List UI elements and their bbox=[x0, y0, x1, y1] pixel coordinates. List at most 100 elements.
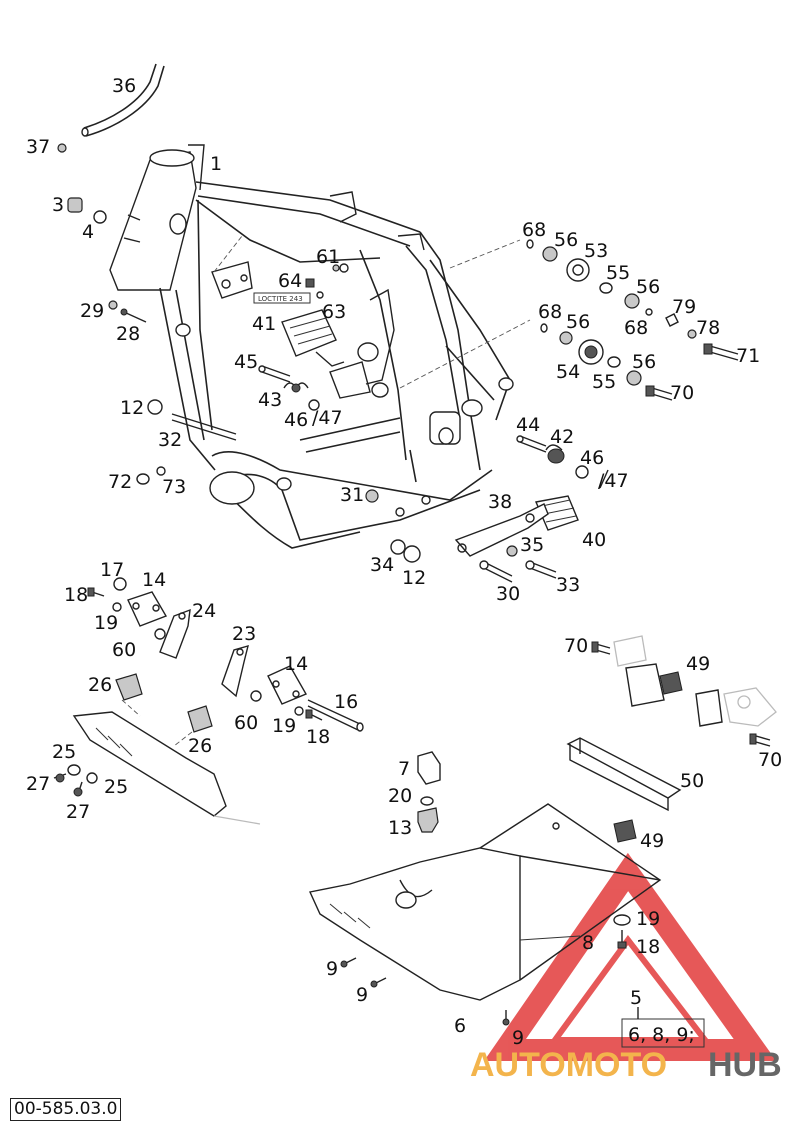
callout-49a: 49 bbox=[686, 653, 710, 675]
callout-40: 40 bbox=[582, 529, 606, 551]
damper-13 bbox=[417, 807, 439, 833]
watermark-text-hub: HUB bbox=[708, 1046, 782, 1084]
mark-47b bbox=[599, 469, 609, 489]
callout-61: 61 bbox=[316, 246, 340, 268]
seal-68c bbox=[540, 323, 548, 333]
callout-47a: /47 bbox=[312, 407, 343, 429]
callout-56b: 56 bbox=[636, 276, 660, 298]
callout-72: 72 bbox=[108, 471, 132, 493]
bolt-30 bbox=[479, 560, 513, 583]
bolt-70b bbox=[591, 641, 611, 655]
spring-42 bbox=[545, 444, 565, 464]
screw-18b bbox=[305, 709, 323, 721]
callout-68a: 68 bbox=[522, 219, 546, 241]
callout-60a: 60 bbox=[112, 639, 136, 661]
callout-18a: 18 bbox=[64, 584, 88, 606]
callout-12a: 12 bbox=[120, 397, 144, 419]
callout-28: 28 bbox=[116, 323, 140, 345]
callout-19a: 19 bbox=[94, 612, 118, 634]
nut-29 bbox=[108, 300, 118, 310]
callout-38: 38 bbox=[488, 491, 512, 513]
axle-32 bbox=[171, 413, 237, 441]
washer-79 bbox=[665, 313, 679, 327]
callout-55a: 55 bbox=[606, 262, 630, 284]
callout-56a: 56 bbox=[554, 229, 578, 251]
callout-25a: 25 bbox=[52, 741, 76, 763]
callout-46b: 46 bbox=[580, 447, 604, 469]
callout-27a: 27 bbox=[26, 773, 50, 795]
bolt-33 bbox=[525, 560, 557, 579]
callout-54: 54 bbox=[556, 361, 580, 383]
callout-68c: 68 bbox=[538, 301, 562, 323]
kit-box bbox=[621, 1007, 705, 1048]
bolt-70a bbox=[645, 385, 673, 401]
callout-70b: 70 bbox=[564, 635, 588, 657]
clamp-37 bbox=[57, 143, 67, 153]
bushing-12b bbox=[403, 545, 421, 563]
callout-27b: 27 bbox=[66, 801, 90, 823]
callout-43: 43 bbox=[258, 389, 282, 411]
pin-45 bbox=[258, 365, 291, 383]
callout-5: 5 bbox=[630, 987, 642, 1009]
screw-18a bbox=[87, 587, 105, 597]
nut-31 bbox=[365, 489, 379, 503]
bushing-3 bbox=[67, 197, 83, 213]
callout-78: 78 bbox=[696, 317, 720, 339]
washer-25b bbox=[86, 772, 98, 784]
screw-18c bbox=[617, 930, 627, 949]
callout-19b: 19 bbox=[272, 715, 296, 737]
nut-17 bbox=[113, 577, 127, 591]
callout-26b: 26 bbox=[188, 735, 212, 757]
footrest-40 bbox=[535, 495, 579, 531]
callout-16: 16 bbox=[334, 691, 358, 713]
hose-36 bbox=[81, 63, 165, 137]
spacer-56a bbox=[542, 246, 558, 262]
screw-27b bbox=[73, 781, 83, 797]
callout-23: 23 bbox=[232, 623, 256, 645]
bracket-24 bbox=[159, 608, 191, 659]
callout-8: 8 bbox=[582, 932, 594, 954]
washer-19c bbox=[613, 914, 631, 926]
bolt-70c bbox=[749, 733, 771, 747]
spacer-55a bbox=[599, 282, 613, 294]
callout-20: 20 bbox=[388, 785, 412, 807]
screw-27a bbox=[53, 773, 67, 783]
washer-60b bbox=[250, 690, 262, 702]
callout-14a: 14 bbox=[142, 569, 166, 591]
loctite-note: LOCTITE 243 bbox=[258, 295, 303, 303]
callout-63: 63 bbox=[322, 301, 346, 323]
bushing-53 bbox=[566, 258, 590, 282]
callout-46a: 46 bbox=[284, 409, 308, 431]
rubber-26b bbox=[187, 705, 213, 733]
watermark-text-automoto: AUTOMOTO bbox=[470, 1046, 667, 1084]
callout-34: 34 bbox=[370, 554, 394, 576]
callout-35: 35 bbox=[520, 534, 544, 556]
callout-25b: 25 bbox=[104, 776, 128, 798]
callout-3: 3 bbox=[52, 194, 64, 216]
loctite-note-box bbox=[253, 292, 311, 304]
watermark-logo bbox=[484, 852, 777, 1061]
callout-47b: /47 bbox=[598, 470, 629, 492]
callout-36: 36 bbox=[112, 75, 136, 97]
callout-26a: 26 bbox=[88, 674, 112, 696]
bracket-ghost-right bbox=[695, 687, 777, 727]
spacer-56d bbox=[626, 370, 642, 386]
callout-9b: 9 bbox=[356, 984, 368, 1006]
callout-79: 79 bbox=[672, 296, 696, 318]
callout-70a: 70 bbox=[670, 382, 694, 404]
washer-19b bbox=[294, 706, 304, 716]
callout-17: 17 bbox=[100, 559, 124, 581]
spacer-55b bbox=[607, 356, 621, 368]
callout-24: 24 bbox=[192, 600, 216, 622]
spring-43 bbox=[283, 382, 309, 393]
clip-49b bbox=[613, 819, 637, 843]
callout-56c: 56 bbox=[566, 311, 590, 333]
callout-19c: 19 bbox=[636, 908, 660, 930]
nut-78 bbox=[687, 329, 697, 339]
callout-14b: 14 bbox=[284, 653, 308, 675]
bushing-34 bbox=[390, 539, 406, 555]
bracket-14a bbox=[127, 591, 168, 627]
callout-50: 50 bbox=[680, 770, 704, 792]
callout-12b: 12 bbox=[402, 567, 426, 589]
screw-28 bbox=[120, 308, 147, 323]
